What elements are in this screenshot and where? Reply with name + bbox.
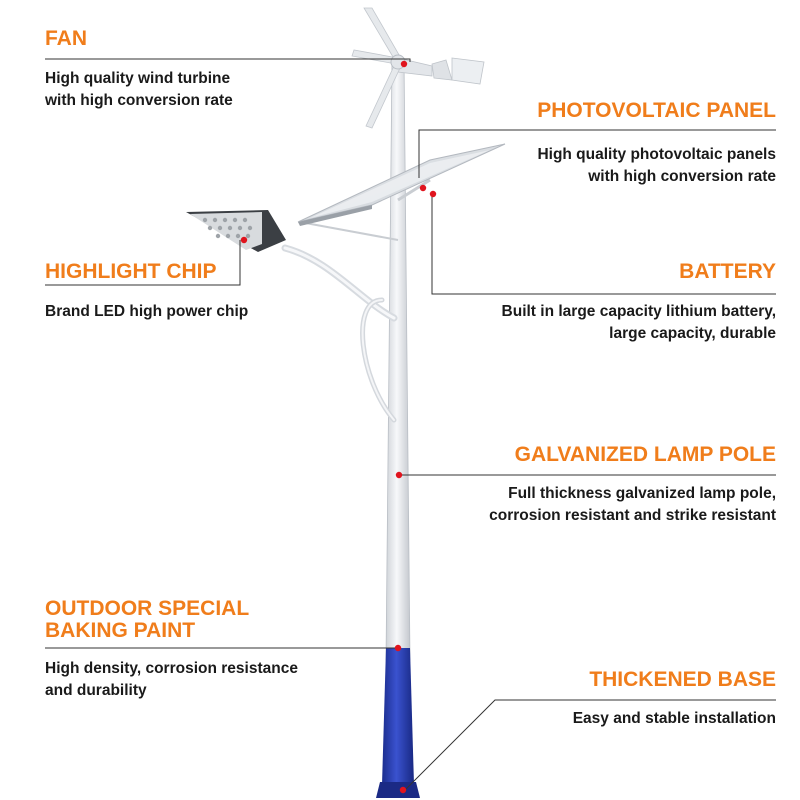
leader-line-photovoltaic	[418, 129, 776, 178]
marker-paint	[394, 644, 402, 652]
battery-title: BATTERY	[679, 260, 776, 283]
marker-lamp-pole	[395, 471, 403, 479]
marker-highlight-chip	[240, 236, 248, 244]
callout-markers	[240, 60, 437, 794]
outdoor-paint-title: OUTDOOR SPECIAL BAKING PAINT	[45, 597, 250, 642]
marker-fan	[400, 60, 408, 68]
leader-line-fan	[45, 58, 411, 62]
outdoor-paint-description: High density, corrosion resistance and d…	[45, 660, 298, 699]
leader-line-highlight-chip	[45, 240, 241, 286]
lamp-pole	[385, 59, 411, 661]
battery-description: Built in large capacity lithium battery,…	[501, 303, 776, 342]
highlight-chip-title: HIGHLIGHT CHIP	[45, 260, 217, 283]
lamp-arm	[281, 244, 398, 423]
leader-line-base	[402, 699, 776, 793]
lamp-pole-description: Full thickness galvanized lamp pole, cor…	[489, 485, 776, 524]
marker-base	[399, 786, 407, 794]
marker-photovoltaic	[419, 184, 427, 192]
fan-title: FAN	[45, 27, 87, 50]
photovoltaic-panel	[297, 143, 506, 241]
highlight-chip-description: Brand LED high power chip	[45, 303, 249, 320]
wind-turbine	[351, 7, 485, 129]
marker-battery	[429, 190, 437, 198]
lamp-pole-title: GALVANIZED LAMP POLE	[514, 443, 776, 466]
thickened-base-title: THICKENED BASE	[589, 668, 776, 691]
thickened-base-description: Easy and stable installation	[572, 710, 776, 727]
leader-line-battery	[431, 194, 776, 295]
photovoltaic-panel-title: PHOTOVOLTAIC PANEL	[537, 99, 776, 122]
fan-description: High quality wind turbine with high conv…	[45, 70, 233, 109]
photovoltaic-panel-description: High quality photovoltaic panels with hi…	[537, 146, 776, 185]
leader-lines	[45, 58, 776, 793]
pole-base	[376, 648, 420, 798]
led-lamp-head	[186, 210, 286, 252]
